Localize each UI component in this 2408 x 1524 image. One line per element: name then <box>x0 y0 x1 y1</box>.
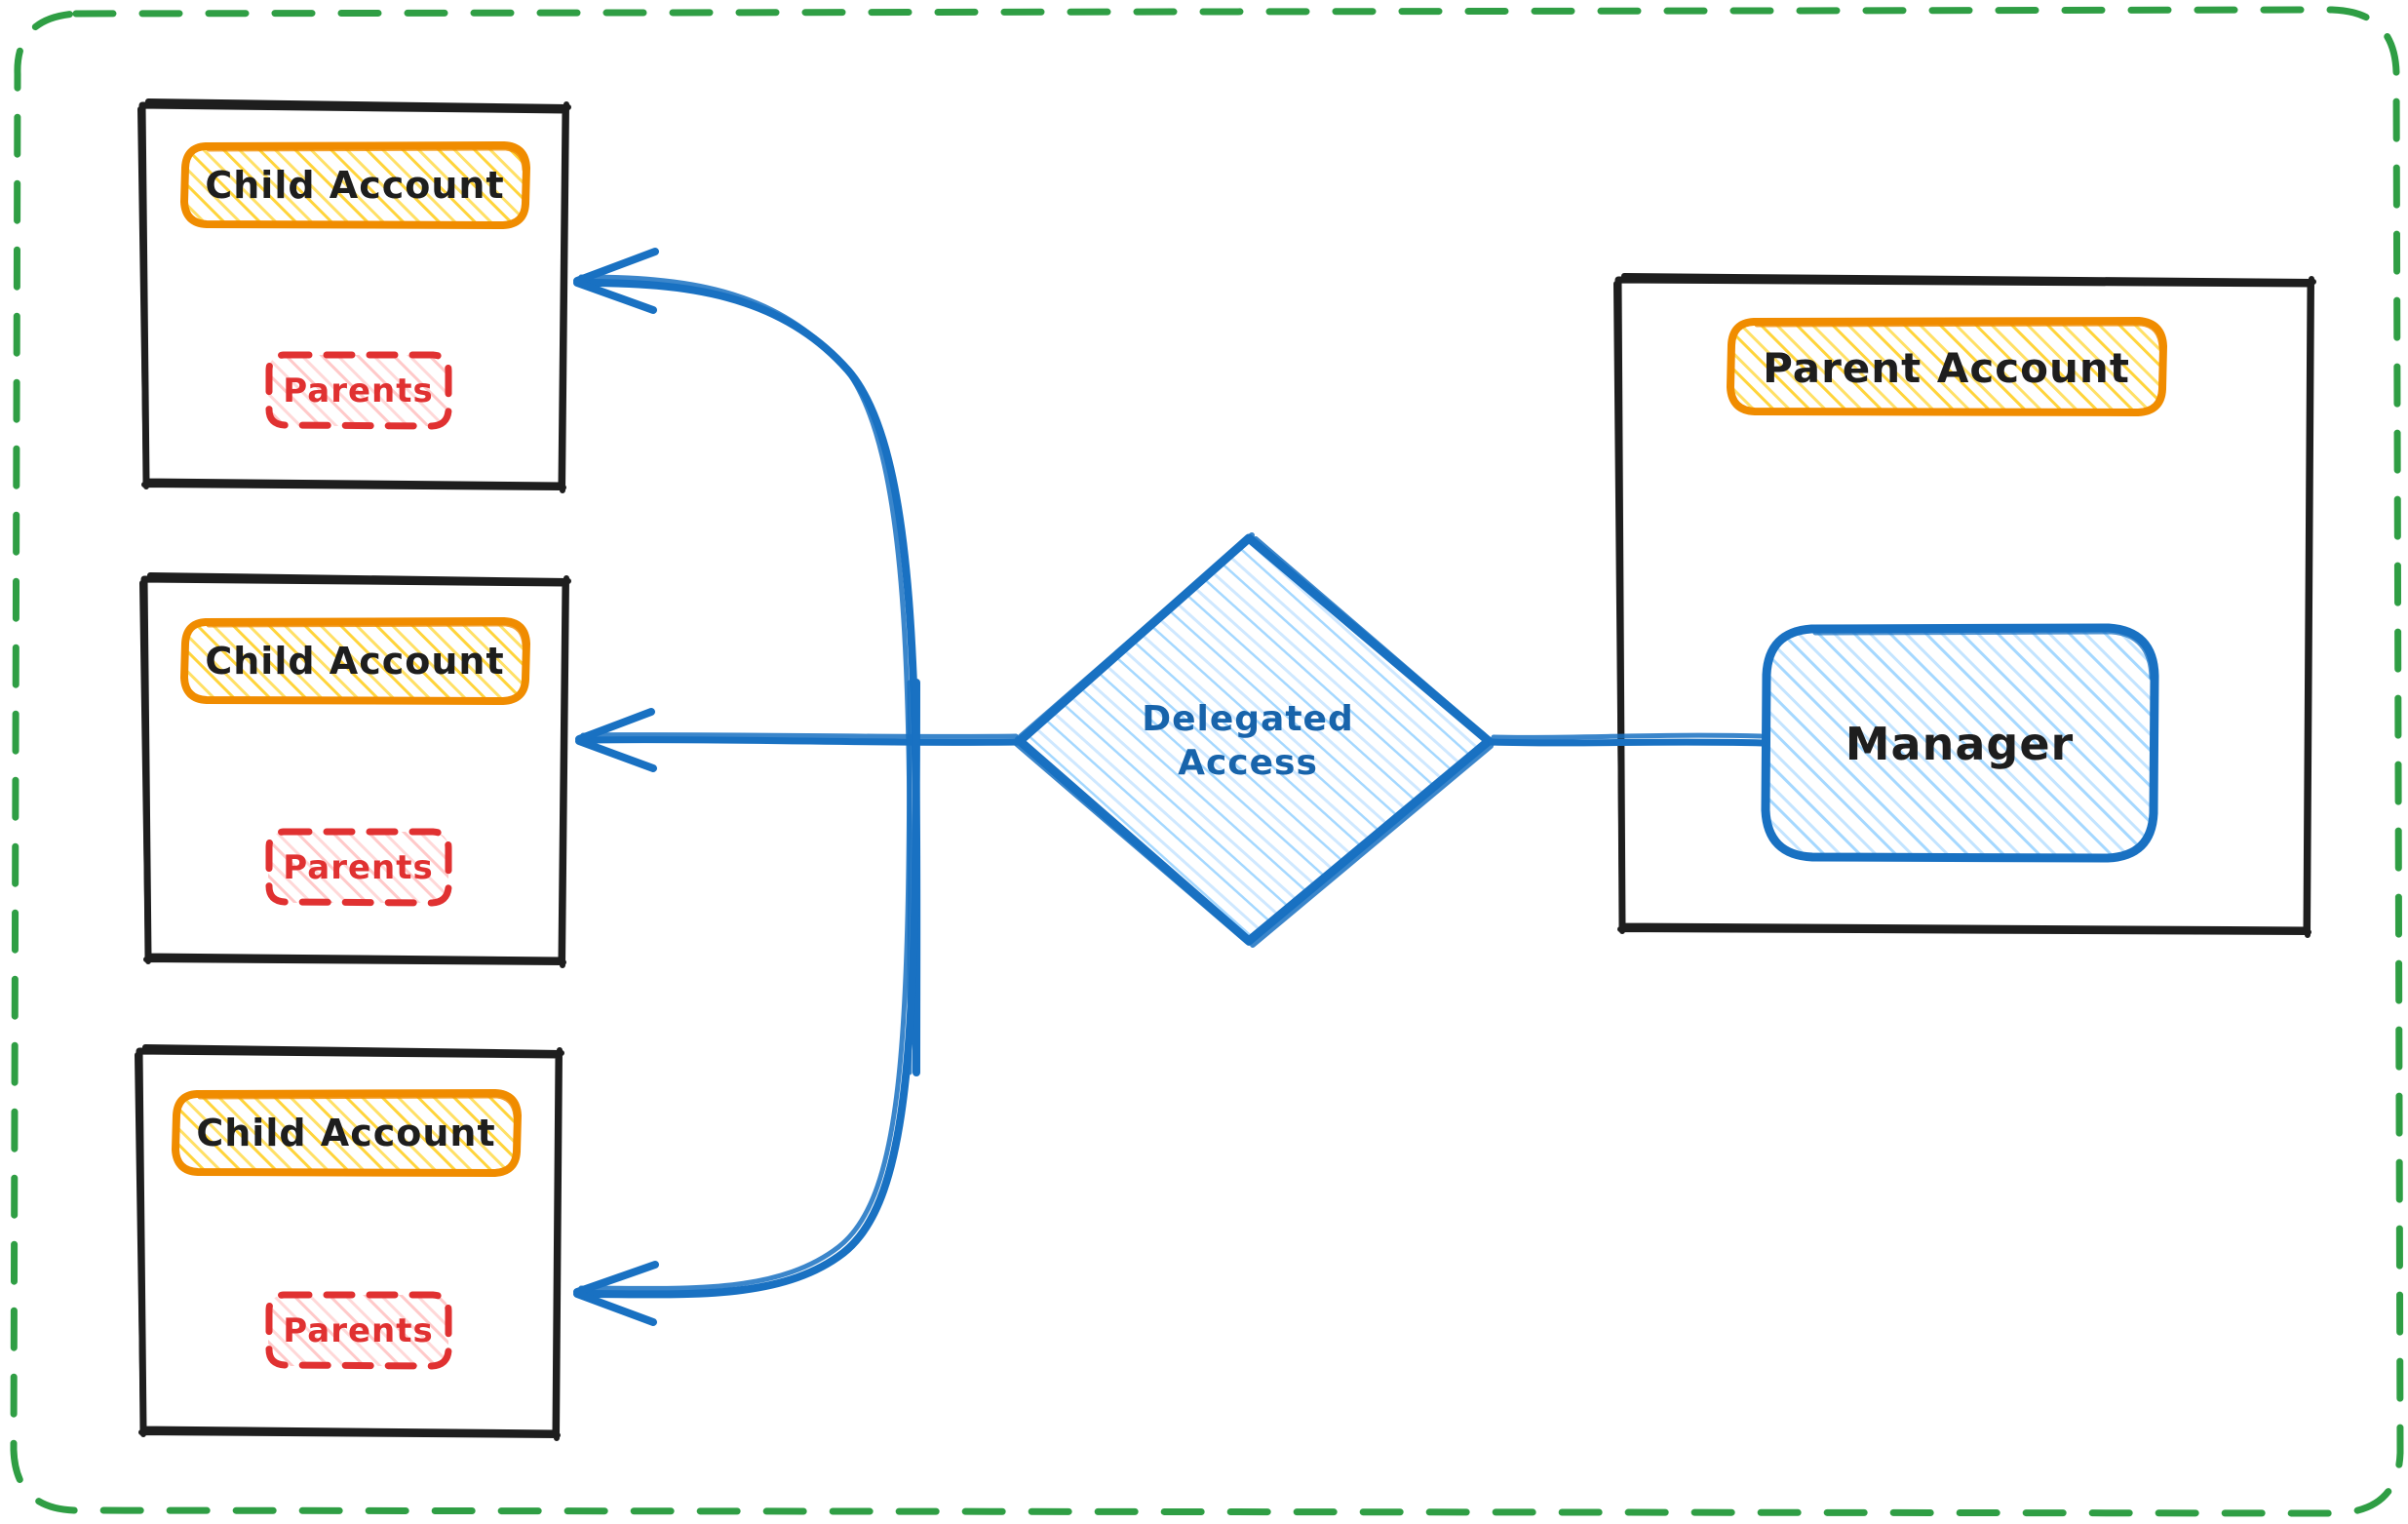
connector-manager-to-delegated-access <box>1488 732 1767 747</box>
connector-delegated-access-to-child-3 <box>573 679 920 1326</box>
connector-delegated-access-to-child-1 <box>573 248 921 1076</box>
delegated-access-node[interactable] <box>1013 532 1495 948</box>
child-account-2-node[interactable] <box>180 617 530 705</box>
parents-2-node[interactable] <box>265 828 452 907</box>
parent-account-node[interactable] <box>1727 317 2167 416</box>
organization-boundary <box>10 6 2404 1517</box>
parents-1-node[interactable] <box>265 351 452 430</box>
connector-delegated-access-to-child-2 <box>575 708 1022 772</box>
child-account-1-node[interactable] <box>180 141 530 229</box>
manager-node[interactable] <box>1761 623 2159 863</box>
child-account-3-node[interactable] <box>172 1089 522 1177</box>
parents-3-node[interactable] <box>265 1291 452 1370</box>
